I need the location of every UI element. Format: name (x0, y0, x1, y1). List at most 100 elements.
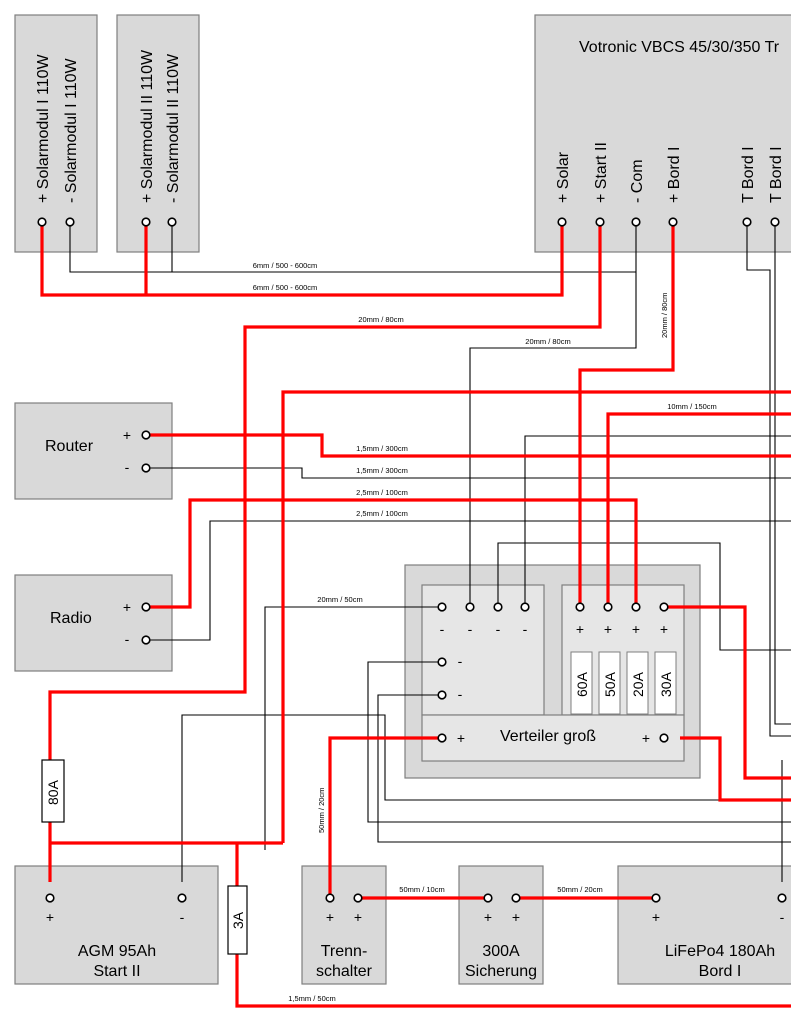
solar2-minus-label: - Solarmodul II 110W (165, 53, 182, 203)
terminal (325, 893, 335, 903)
terminal (659, 602, 669, 612)
terminal (141, 635, 151, 645)
wire-3a-bottom (235, 954, 791, 1008)
solar-module-2-box (116, 14, 200, 253)
wire-agm-feed (281, 390, 791, 843)
cable-label-trenn-sich: 50mm / 10cm (399, 885, 444, 894)
terminal (511, 893, 521, 903)
wire-trenn-feed (328, 736, 442, 898)
wire-radio-plus (146, 498, 638, 609)
verteiler-fuse-60a: 60A (574, 671, 590, 697)
solar-module-1-box (14, 14, 98, 253)
agm-plus: + (46, 909, 54, 925)
cable-label-start2: 20mm / 80cm (358, 315, 403, 324)
agm-name: AGM 95Ah (78, 943, 156, 960)
router-minus: - (125, 459, 130, 475)
wire-verteiler-out-30a (664, 605, 791, 780)
radio-plus: + (123, 599, 131, 615)
verteiler-minus-6: - (458, 686, 463, 702)
wire-tbord-2 (774, 222, 791, 725)
fuse-3a-label: 3A (230, 911, 246, 929)
votronic-box (534, 14, 791, 253)
terminal (483, 893, 493, 903)
verteiler-minus-1: - (440, 621, 445, 637)
terminals (37, 217, 787, 903)
terminal (520, 602, 530, 612)
terminal (465, 602, 475, 612)
terminal (631, 602, 641, 612)
terminal (353, 893, 363, 903)
wire-verteiler-minus-a (181, 714, 791, 882)
sich-name-1: 300A (482, 943, 520, 960)
verteiler-plus-3: + (632, 621, 640, 637)
cable-label-bord1: 20mm / 80cm (660, 293, 669, 338)
trenn-name-1: Trenn- (321, 943, 368, 960)
verteiler-fuse-30a: 30A (658, 671, 674, 697)
trenn-plus-2: + (354, 909, 362, 925)
terminal (575, 602, 585, 612)
terminal (659, 733, 669, 743)
cable-label-bord-dist: 10mm / 150cm (667, 402, 717, 411)
radio-label: Radio (50, 610, 92, 627)
wire-solar-minus (69, 222, 636, 273)
agm-box (14, 865, 219, 985)
votronic-terminal-solar: + Solar (555, 151, 572, 203)
wire-verteiler-plus-out (680, 736, 791, 802)
terminal (603, 602, 613, 612)
terminal (631, 217, 641, 227)
cable-label-radio-minus: 2,5mm / 100cm (356, 509, 408, 518)
terminal (37, 217, 47, 227)
terminal (141, 463, 151, 473)
radio-minus: - (125, 631, 130, 647)
router-label: Router (45, 438, 94, 455)
trenn-plus-1: + (326, 909, 334, 925)
terminal (668, 217, 678, 227)
verteiler-plus-1: + (576, 621, 584, 637)
verteiler-fuse-20a: 20A (630, 671, 646, 697)
terminal (777, 893, 787, 903)
wire-router-plus (146, 433, 791, 458)
wire-radio-minus (146, 520, 791, 641)
lifepo-minus: - (780, 909, 785, 925)
wire-solar-plus (40, 222, 564, 297)
sich-name-2: Sicherung (465, 963, 537, 980)
wire-tbord-1 (746, 222, 791, 737)
solar1-minus-label: - Solarmodul I 110W (63, 57, 80, 203)
solar1-plus-label: + Solarmodul I 110W (35, 53, 52, 203)
cable-label-solar-minus: 6mm / 500 - 600cm (253, 261, 318, 270)
fuse-3a (227, 885, 248, 955)
cable-label-solar-plus: 6mm / 500 - 600cm (253, 283, 318, 292)
wire-verteiler-minus-b (367, 661, 791, 823)
terminal (141, 430, 151, 440)
cable-label-router-minus: 1,5mm / 300cm (356, 466, 408, 475)
votronic-title: Votronic VBCS 45/30/350 Tr (579, 39, 780, 56)
terminal (167, 217, 177, 227)
cable-label-router-plus: 1,5mm / 300cm (356, 444, 408, 453)
wire-verteiler-minus-4 (524, 435, 791, 607)
verteiler-plus-out: + (642, 730, 650, 746)
votronic-terminal-start2: + Start II (593, 142, 610, 203)
cable-label-radio-plus: 2,5mm / 100cm (356, 488, 408, 497)
verteiler-name: Verteiler groß (500, 728, 596, 745)
votronic-terminal-tbord2: T Bord I (768, 146, 785, 203)
fuse-60a-box (570, 651, 593, 715)
router-plus: + (123, 427, 131, 443)
verteiler-minus-4: - (523, 621, 528, 637)
terminal (141, 602, 151, 612)
verteiler-minus-2: - (468, 621, 473, 637)
lifepo-sub: Bord I (699, 963, 742, 980)
cable-label-com: 20mm / 80cm (525, 337, 570, 346)
terminal (437, 690, 447, 700)
terminal (770, 217, 780, 227)
sich-plus-2: + (512, 909, 520, 925)
agm-sub: Start II (93, 963, 140, 980)
verteiler-plus-4: + (660, 621, 668, 637)
cable-label-agm-minus: 20mm / 50cm (317, 595, 362, 604)
terminal (45, 893, 55, 903)
fuse-50a-box (598, 651, 621, 715)
terminal (177, 893, 187, 903)
votronic-terminal-tbord1: T Bord I (740, 146, 757, 203)
terminal (141, 217, 151, 227)
lifepo-plus: + (652, 909, 660, 925)
